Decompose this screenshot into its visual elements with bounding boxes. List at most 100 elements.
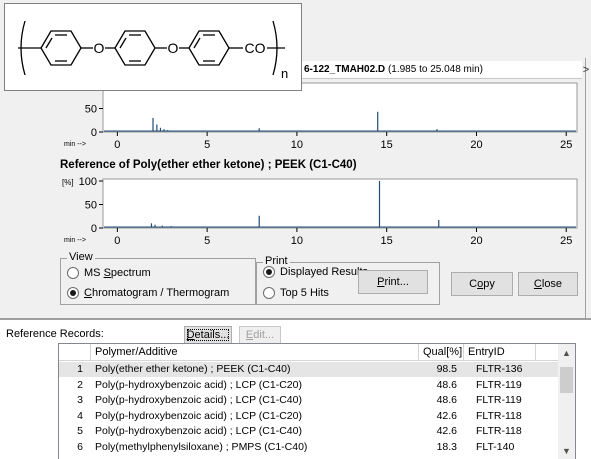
x-tick-label: 20	[470, 235, 482, 247]
view-group: View MS Spectrum Chromatogram / Thermogr…	[60, 251, 256, 305]
table-scrollbar[interactable]: ▲ ▼	[558, 344, 575, 459]
entry-id-cell: FLTR-119	[476, 378, 522, 391]
table-row[interactable]: 3 Poly(p-hydroxybenzoic acid) ; LCP (C1-C…	[59, 393, 558, 408]
polymer-name-cell: Poly(p-hydroxybenzoic acid) ; LCP (C1-C4…	[95, 425, 302, 437]
polymer-name-cell: Poly(methylphenylsiloxane) ; PMPS (C1-C4…	[95, 440, 308, 453]
x-tick-label: 15	[381, 139, 393, 151]
repeat-unit-subscript: n	[281, 66, 288, 81]
radio-unchecked-icon[interactable]	[263, 287, 275, 299]
y-unit-label: [%]	[62, 178, 74, 187]
x-axis-label: min -->	[64, 237, 86, 244]
row-number-cell: 4	[77, 409, 83, 422]
qual-cell: 48.6	[436, 394, 457, 406]
qual-cell: 42.6	[436, 409, 457, 422]
row-number-cell: 1	[77, 363, 83, 375]
x-tick-label: 10	[291, 139, 303, 151]
reference-title: Reference of Poly(ether ether ketone) ; …	[57, 157, 578, 174]
plot-area	[102, 82, 578, 133]
sample-time-range: (1.985 to 25.048 min)	[387, 64, 483, 75]
window-border	[585, 58, 586, 318]
ether-oxygen-label: O	[94, 40, 105, 56]
row-number-cell: 2	[77, 378, 83, 391]
radio-checked-icon[interactable]	[67, 287, 79, 299]
radio-checked-icon[interactable]	[263, 266, 275, 278]
polymer-name-cell: Poly(ether ether ketone) ; PEEK (C1-C40)	[95, 363, 291, 375]
reference-chromatogram: 0 50 100 [%] 0 5 10 15 20 25 min -->	[62, 176, 578, 247]
row-number-cell: 5	[77, 425, 83, 437]
print-group-label: Print	[263, 255, 290, 267]
table-row[interactable]: 5 Poly(p-hydroxybenzoic acid) ; LCP (C1-C…	[59, 424, 558, 439]
scroll-down-icon[interactable]: ▼	[562, 446, 571, 456]
x-tick-label: 25	[560, 235, 572, 247]
x-tick-label: 0	[114, 139, 120, 151]
x-tick-label: 15	[381, 235, 393, 247]
y-tick-label: 50	[85, 200, 97, 212]
chevron-right-icon[interactable]: >	[582, 64, 590, 76]
polymer-structure-image: O O CO n	[4, 3, 302, 91]
x-tick-label: 5	[204, 235, 210, 247]
entry-id-cell: FLTR-136	[476, 363, 523, 375]
displayed-results-label: Displayed Results	[280, 266, 369, 278]
top-5-hits-radio[interactable]: Top 5 Hits	[263, 287, 329, 299]
sample-file-name: 6-122_TMAH02.D	[304, 64, 386, 75]
row-number-cell: 3	[77, 394, 83, 406]
row-number-cell: 6	[77, 440, 83, 453]
print-group: Print Displayed Results Top 5 Hits	[256, 255, 440, 305]
ether-oxygen-label: O	[168, 40, 179, 56]
y-tick-label: 100	[79, 176, 97, 188]
column-header-polymer[interactable]: Polymer/Additive	[91, 344, 419, 361]
x-tick-label: 5	[204, 139, 210, 151]
column-header-qual[interactable]: Qual[%]	[419, 344, 464, 361]
column-header-number[interactable]	[59, 344, 91, 361]
table-row[interactable]: 4 Poly(p-hydroxybenzoic acid) ; LCP (C1-C…	[59, 409, 558, 424]
sample-chromatogram: 0 50 0 5 10 15 20 25 min -->	[64, 82, 578, 151]
panel-divider[interactable]	[0, 318, 591, 320]
scroll-up-icon[interactable]: ▲	[562, 348, 571, 358]
peek-structure-drawing: O O CO n	[18, 20, 288, 81]
top-5-hits-label: Top 5 Hits	[280, 287, 329, 299]
displayed-results-radio[interactable]: Displayed Results	[263, 266, 368, 278]
view-group-label: View	[67, 251, 95, 263]
entry-id-cell: FLTR-118	[476, 409, 522, 422]
table-header: Polymer/Additive Qual[%] EntryID	[59, 344, 558, 361]
polymer-name-cell: Poly(p-hydroxybenzoic acid) ; LCP (C1-C4…	[95, 394, 302, 406]
carbonyl-label: CO	[245, 40, 266, 56]
table-row[interactable]: 2 Poly(p-hydroxybenzoic acid) ; LCP (C1-C…	[59, 378, 558, 393]
plot-area	[102, 178, 578, 229]
sample-title: 6-122_TMAH02.D (1.985 to 25.048 min)	[300, 61, 582, 79]
x-tick-label: 10	[291, 235, 303, 247]
qual-cell: 42.6	[436, 425, 457, 437]
ms-spectrum-radio[interactable]: MS Spectrum	[67, 267, 151, 279]
chromatogram-label: Chromatogram / Thermogram	[84, 287, 230, 299]
radio-unchecked-icon[interactable]	[67, 267, 79, 279]
qual-cell: 18.3	[436, 440, 457, 453]
reference-records-label: Reference Records:	[6, 328, 104, 340]
polymer-name-cell: Poly(p-hydroxybenzoic acid) ; LCP (C1-C2…	[95, 378, 302, 391]
polymer-name-cell: Poly(p-hydroxybenzoic acid) ; LCP (C1-C2…	[95, 409, 302, 422]
qual-cell: 98.5	[436, 363, 457, 375]
reference-records-table: Polymer/Additive Qual[%] EntryID 1 Poly(e…	[58, 343, 576, 459]
x-tick-label: 0	[114, 235, 120, 247]
qual-cell: 48.6	[436, 378, 457, 391]
x-axis-label: min -->	[64, 141, 86, 148]
column-header-entry-id[interactable]: EntryID	[464, 344, 536, 361]
x-tick-label: 25	[560, 139, 572, 151]
chromatogram-radio[interactable]: Chromatogram / Thermogram	[67, 287, 229, 299]
table-row[interactable]: 6 Poly(methylphenylsiloxane) ; PMPS (C1-C…	[59, 440, 558, 455]
column-header-extra[interactable]	[536, 344, 558, 361]
y-tick-label: 50	[85, 104, 97, 116]
scrollbar-thumb[interactable]	[560, 367, 573, 393]
x-tick-label: 20	[470, 139, 482, 151]
y-tick-label: 0	[91, 223, 97, 235]
ms-spectrum-label: MS Spectrum	[84, 267, 151, 279]
entry-id-cell: FLT-140	[476, 440, 515, 453]
entry-id-cell: FLTR-119	[476, 394, 522, 406]
y-tick-label: 0	[91, 127, 97, 139]
table-row[interactable]: 1 Poly(ether ether ketone) ; PEEK (C1-C40…	[59, 362, 558, 377]
